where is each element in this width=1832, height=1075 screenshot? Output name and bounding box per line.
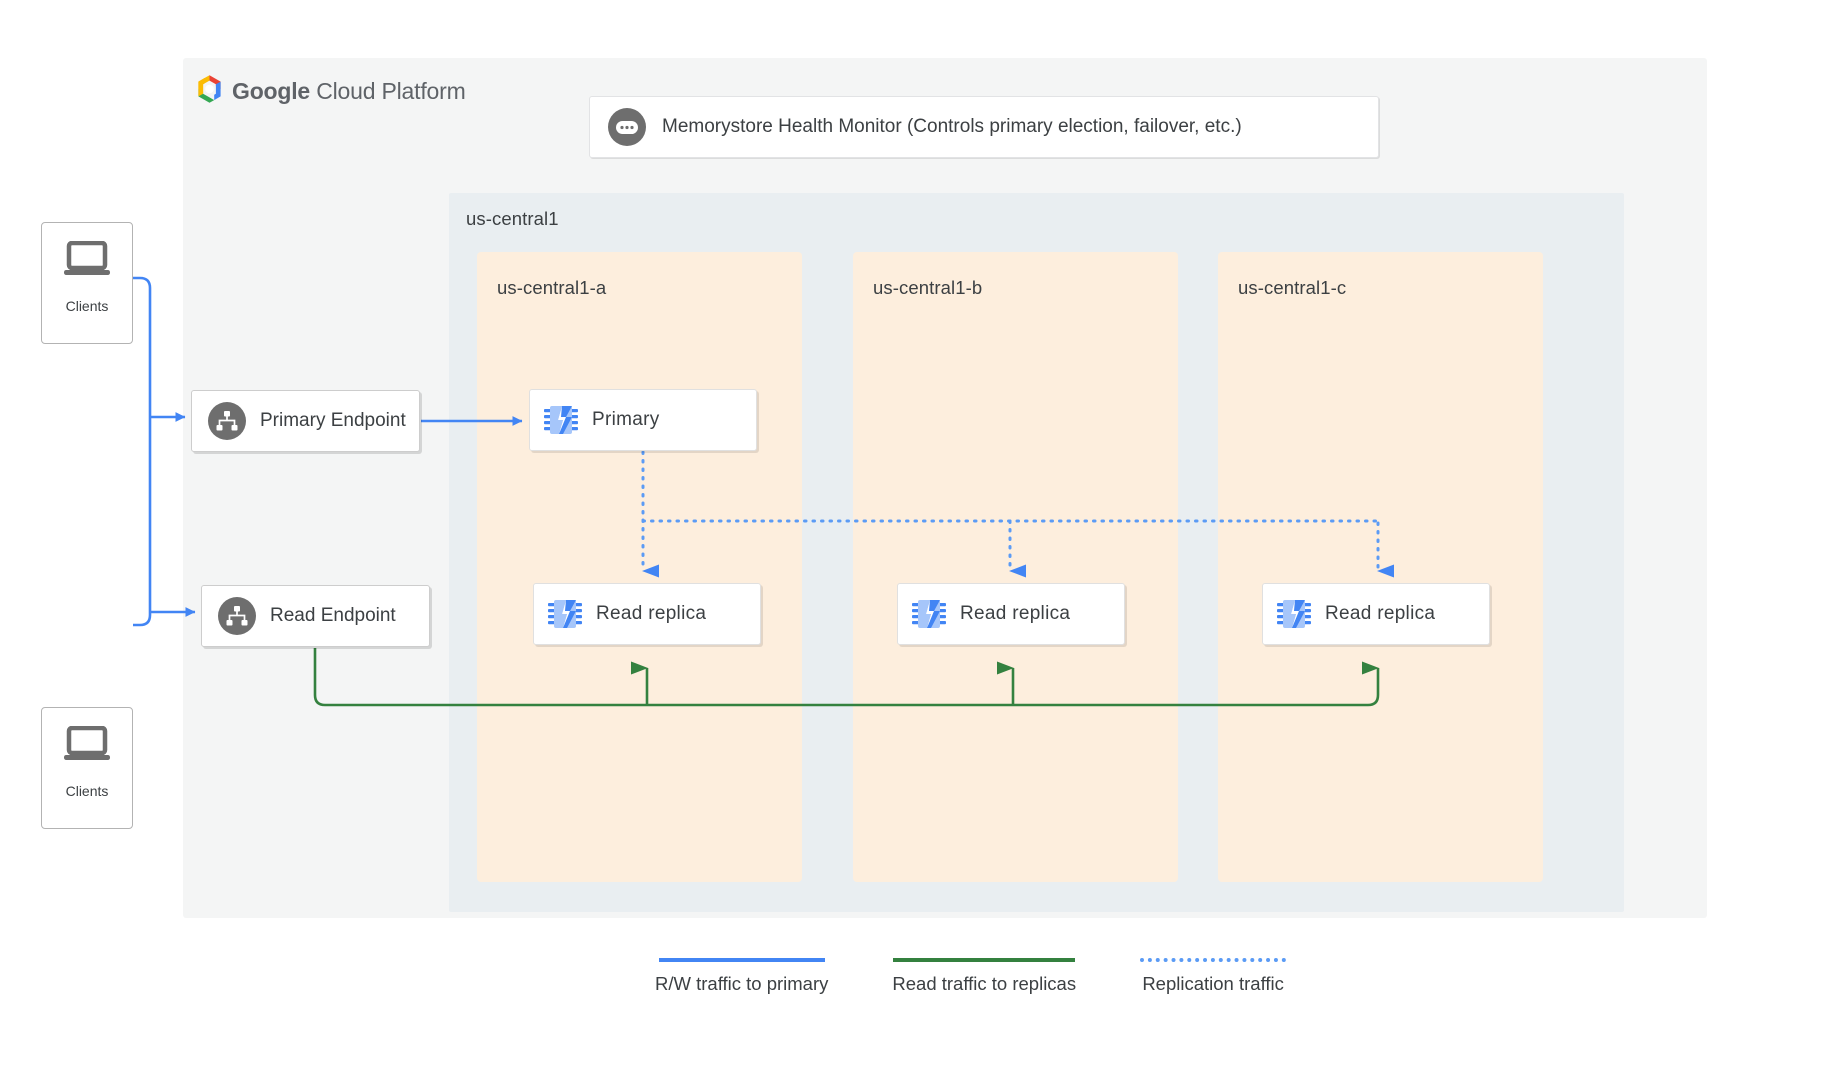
laptop-icon (63, 240, 111, 282)
legend-item-rw-traffic: R/W traffic to primary (655, 958, 828, 995)
region-label: us-central1 (466, 208, 559, 229)
hierarchy-icon (208, 402, 246, 440)
clients-label: Clients (65, 298, 109, 314)
legend: R/W traffic to primary Read traffic to r… (655, 958, 1287, 995)
google-cloud-platform-wordmark: Google Cloud Platform (232, 78, 466, 105)
zone-container-us-central1-b: us-central1-b (853, 252, 1178, 882)
read-endpoint-node[interactable]: Read Endpoint (201, 585, 430, 647)
legend-swatch-green-solid (893, 958, 1076, 962)
hierarchy-icon (218, 597, 256, 635)
clients-label: Clients (65, 783, 109, 799)
zone-label-us-central1-a: us-central1-a (497, 277, 607, 298)
read-replica-node-b[interactable]: Read replica (897, 583, 1125, 645)
google-cloud-hexagon-icon (196, 74, 223, 109)
read-replica-label: Read replica (960, 603, 1071, 624)
primary-endpoint-node[interactable]: Primary Endpoint (191, 390, 420, 452)
memorystore-chip-icon (544, 403, 578, 437)
legend-label-replication-traffic: Replication traffic (1142, 973, 1284, 994)
primary-node[interactable]: Primary (529, 389, 757, 451)
zone-label-us-central1-b: us-central1-b (873, 277, 983, 298)
legend-swatch-blue-dotted (1140, 958, 1287, 962)
legend-swatch-blue-solid (658, 958, 825, 962)
laptop-icon (63, 725, 111, 767)
wire-clients-bus (133, 276, 152, 627)
read-replica-node-c[interactable]: Read replica (1262, 583, 1490, 645)
google-cloud-platform-branding: Google Cloud Platform (196, 74, 466, 109)
memorystore-chip-icon (912, 597, 946, 631)
legend-item-read-traffic: Read traffic to replicas (892, 958, 1076, 995)
read-replica-label: Read replica (1325, 603, 1436, 624)
zone-label-us-central1-c: us-central1-c (1238, 277, 1347, 298)
read-endpoint-label: Read Endpoint (270, 605, 396, 626)
legend-item-replication-traffic: Replication traffic (1140, 958, 1287, 995)
health-monitor-icon (608, 108, 646, 146)
read-replica-node-a[interactable]: Read replica (533, 583, 761, 645)
zone-container-us-central1-c: us-central1-c (1218, 252, 1543, 882)
memorystore-health-monitor-card: Memorystore Health Monitor (Controls pri… (589, 96, 1379, 158)
brand-google: Google (232, 78, 311, 104)
primary-node-label: Primary (592, 409, 660, 430)
read-replica-label: Read replica (596, 603, 707, 624)
zone-container-us-central1-a: us-central1-a (477, 252, 802, 882)
clients-box-top: Clients (41, 222, 133, 344)
brand-cloud-platform: Cloud Platform (310, 78, 466, 104)
memorystore-chip-icon (1277, 597, 1311, 631)
legend-label-read-traffic: Read traffic to replicas (892, 973, 1077, 994)
health-monitor-label: Memorystore Health Monitor (Controls pri… (662, 116, 1242, 137)
primary-endpoint-label: Primary Endpoint (260, 410, 406, 431)
memorystore-chip-icon (548, 597, 582, 631)
clients-box-bottom: Clients (41, 707, 133, 829)
legend-label-rw-traffic: R/W traffic to primary (655, 973, 829, 994)
